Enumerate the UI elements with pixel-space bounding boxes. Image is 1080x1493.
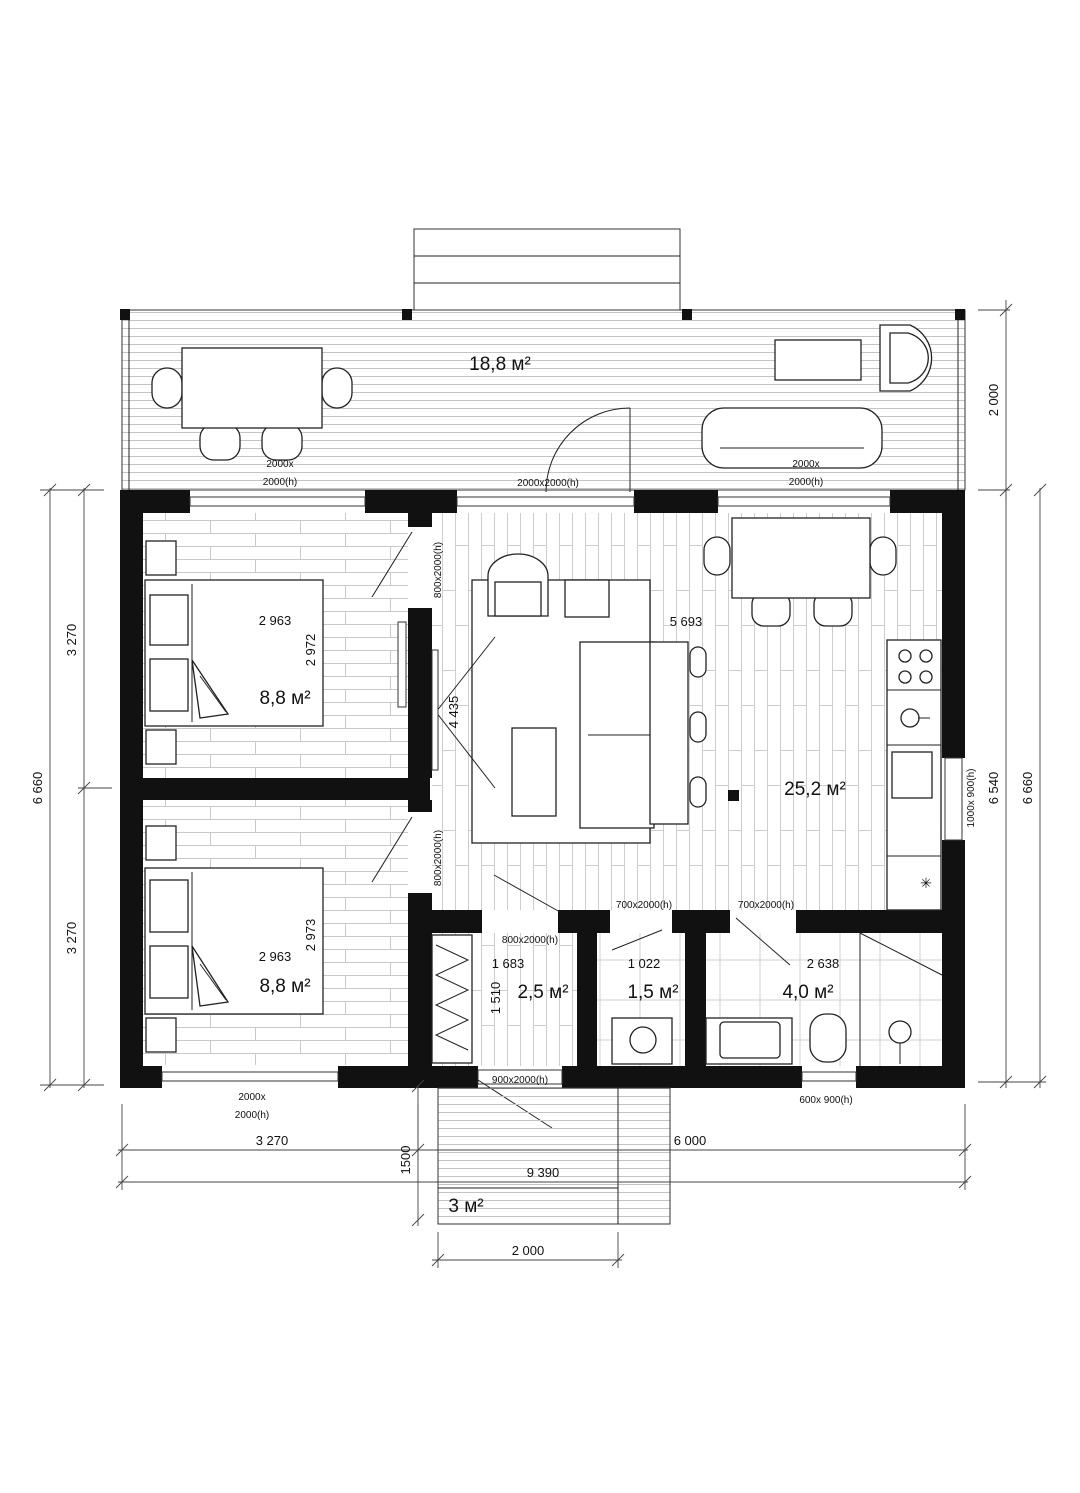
bedroom-top-door-label: 800x2000(h) xyxy=(433,542,444,598)
bedroom-top-area: 8,8 м² xyxy=(259,688,310,709)
hall-length: 1 510 xyxy=(488,982,503,1015)
porch: 3 м² xyxy=(437,1087,671,1225)
column xyxy=(728,790,739,801)
living-width: 5 693 xyxy=(670,614,703,629)
terrace-window-left-label-a: 2000x xyxy=(266,459,293,470)
hall-area: 2,5 м² xyxy=(517,982,568,1003)
fridge-icon: ✳ xyxy=(920,875,932,891)
bedroom-bottom-window-label-a: 2000x xyxy=(238,1092,265,1103)
bath-width: 2 638 xyxy=(807,956,840,971)
bedroom-top-length: 2 972 xyxy=(303,634,318,667)
bath-door-label: 700x2000(h) xyxy=(738,900,794,911)
terrace-steps xyxy=(413,228,681,311)
bottom-total-dim: 9 390 xyxy=(527,1165,560,1180)
living-length: 4 435 xyxy=(446,696,461,729)
left-total-dim: 6 660 xyxy=(30,772,45,805)
shower-icon xyxy=(888,1020,912,1044)
bedroom-top: 2 963 2 972 8,8 м² 800x2000(h) xyxy=(144,531,444,765)
left-top-dim: 3 270 xyxy=(64,624,79,657)
bedroom-bottom-window-label-b: 2000(h) xyxy=(235,1110,269,1121)
terrace: 18,8 м² 2000x 2000(h) 2000x2000(h) 2000x… xyxy=(120,228,966,493)
terrace-door-label: 2000x2000(h) xyxy=(517,478,579,489)
kitchen-sink xyxy=(891,751,933,799)
terrace-depth-dim: 2 000 xyxy=(986,384,1001,417)
bar-counter xyxy=(649,641,689,825)
right-total-dim: 6 660 xyxy=(1020,772,1035,805)
toilet xyxy=(809,1013,847,1063)
terrace-lounge-set xyxy=(701,324,933,469)
terrace-area: 18,8 м² xyxy=(469,354,531,375)
kitchen-window-label: 1000x 900(h) xyxy=(966,769,977,828)
wc: 700x2000(h) 1 022 1,5 м² xyxy=(611,900,679,1065)
side-table xyxy=(564,579,610,618)
left-bottom-dim: 3 270 xyxy=(64,922,79,955)
bath-area: 4,0 м² xyxy=(782,982,833,1003)
nightstand xyxy=(145,729,177,765)
terrace-window-right-label-a: 2000x xyxy=(792,459,819,470)
porch-width-dim: 2 000 xyxy=(512,1243,545,1258)
wc-width: 1 022 xyxy=(628,956,661,971)
hall-width: 1 683 xyxy=(492,956,525,971)
tv xyxy=(431,649,439,771)
living-room: ✳ 5 693 4 435 25,2 м² 1000x 900(h) xyxy=(431,517,977,911)
openings xyxy=(161,496,963,1085)
hall: 800x2000(h) 1 683 1 510 2,5 м² 900x2000(… xyxy=(431,874,569,1129)
wc-door-label: 700x2000(h) xyxy=(616,900,672,911)
wardrobe xyxy=(431,934,473,1064)
bottom-right-dim: 6 000 xyxy=(674,1133,707,1148)
living-area: 25,2 м² xyxy=(784,779,846,800)
hall-door-label: 800x2000(h) xyxy=(502,935,558,946)
dining-table xyxy=(731,517,871,599)
bedroom-bottom-area: 8,8 м² xyxy=(259,976,310,997)
terrace-window-right-label-b: 2000(h) xyxy=(789,477,823,488)
cooktop-icon xyxy=(898,649,933,684)
coffee-table xyxy=(511,727,557,817)
right-inner-dim: 6 540 xyxy=(986,772,1001,805)
wc-area: 1,5 м² xyxy=(627,982,678,1003)
porch-depth-dim: 1500 xyxy=(398,1146,413,1175)
nightstand xyxy=(145,540,177,576)
terrace-dining-set xyxy=(151,347,353,461)
bedroom-bottom-width: 2 963 xyxy=(259,949,292,964)
entry-door-label: 900x2000(h) xyxy=(492,1075,548,1086)
bottom-left-dim: 3 270 xyxy=(256,1133,289,1148)
bedroom-bottom: 2 963 2 973 8,8 м² 800x2000(h) xyxy=(144,816,444,1053)
terrace-window-left-label-b: 2000(h) xyxy=(263,477,297,488)
terrace-door xyxy=(545,407,631,493)
bath-window-label: 600x 900(h) xyxy=(799,1095,852,1106)
tap-icon xyxy=(900,708,930,728)
dimension-lines: 2 000 6 540 6 660 3 270 3 270 6 660 xyxy=(30,300,1047,1268)
bedroom-bottom-length: 2 973 xyxy=(303,919,318,952)
bedroom-top-width: 2 963 xyxy=(259,613,292,628)
walls xyxy=(120,490,965,1088)
porch-area: 3 м² xyxy=(448,1196,483,1217)
bathroom: 700x2000(h) 2 638 4,0 м² 600x 900(h) xyxy=(705,900,943,1106)
bedroom-bottom-door-label: 800x2000(h) xyxy=(433,830,444,886)
